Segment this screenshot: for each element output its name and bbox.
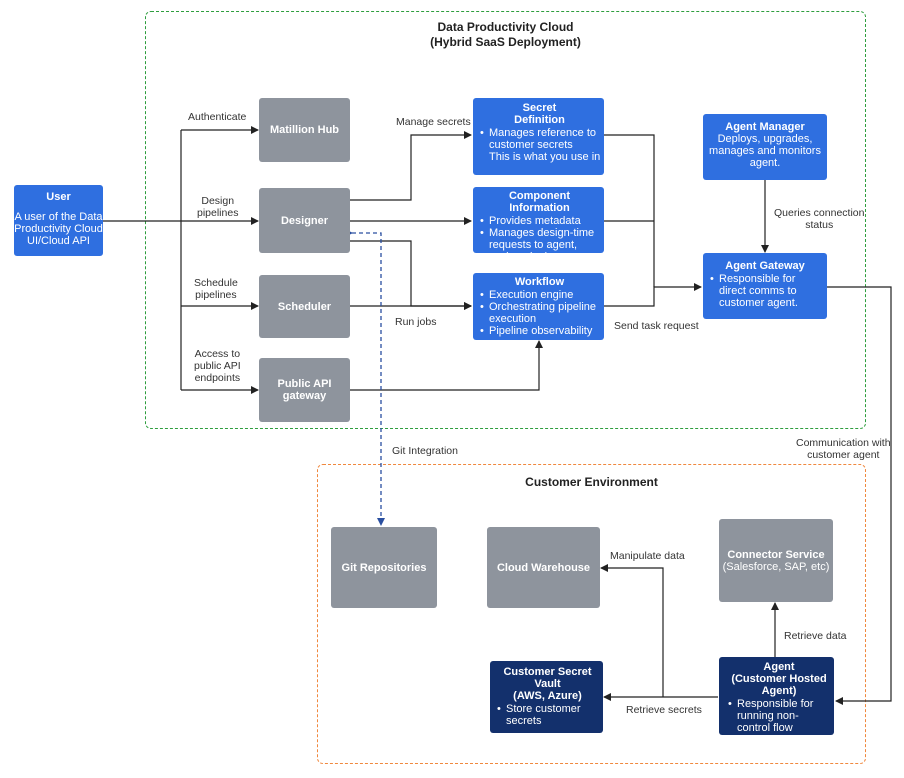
dpc-region-title: Data Productivity Cloud <box>437 20 574 34</box>
user-desc-2: Productivity Cloud <box>14 223 103 235</box>
label-access-api-1: Access to <box>194 348 241 360</box>
edge-secret-gateway <box>604 134 655 287</box>
scheduler-title: Scheduler <box>277 300 332 313</box>
secret-def-title-1: Secret <box>522 102 557 114</box>
connector-service-desc: (Salesforce, SAP, etc) <box>722 560 830 573</box>
edge-workflow-gateway <box>604 283 702 307</box>
agent-node[interactable]: Agent (Customer Hosted Agent) Responsibl… <box>719 657 834 746</box>
secret-def-bullet: Manages reference to customer secrets <box>480 127 600 151</box>
label-access-api-3: endpoints <box>194 372 241 384</box>
label-design-pipelines-1: Design <box>201 195 235 207</box>
component-info-bullet: Provides metadata <box>480 215 600 227</box>
scheduler-node[interactable]: Scheduler <box>259 275 350 338</box>
public-api-title-1: Public API <box>277 378 332 390</box>
designer-title: Designer <box>280 214 329 227</box>
label-design-pipelines: Design pipelines <box>197 195 238 219</box>
agent-gateway-title: Agent Gateway <box>725 260 805 272</box>
label-schedule-pipelines-2: pipelines <box>195 289 237 301</box>
customer-secret-vault-node[interactable]: Customer Secret Vault (AWS, Azure) Store… <box>490 661 603 733</box>
user-desc-1: A user of the Data <box>14 211 103 223</box>
label-access-api: Access to public API endpoints <box>194 348 241 384</box>
label-design-pipelines-2: pipelines <box>197 207 239 219</box>
customer-environment-region: Customer Environment <box>317 464 866 764</box>
public-api-gateway-node[interactable]: Public API gateway <box>259 358 350 422</box>
cloud-warehouse-title: Cloud Warehouse <box>496 561 591 574</box>
component-info-bullets: Provides metadata Manages design-time re… <box>479 215 600 263</box>
secret-def-bullet: This is what you use in pipeline eg "MY_… <box>489 151 600 163</box>
label-git-integration: Git Integration <box>392 445 458 457</box>
agent-title-3: Agent) <box>761 685 797 697</box>
workflow-title: Workflow <box>514 276 565 288</box>
agent-manager-desc-1: Deploys, upgrades, <box>717 133 813 145</box>
label-retrieve-data: Retrieve data <box>784 630 847 642</box>
user-desc-3: UI/Cloud API <box>27 235 90 247</box>
label-manipulate-data: Manipulate data <box>610 550 685 562</box>
agent-title-2: (Customer Hosted <box>731 673 827 685</box>
component-information-node[interactable]: Component Information Provides metadata … <box>473 187 604 263</box>
customer-region-title: Customer Environment <box>525 475 658 489</box>
label-communication-1: Communication with <box>796 437 891 449</box>
workflow-bullets: Execution engine Orchestrating pipeline … <box>479 289 600 337</box>
agent-gateway-bullet: Responsible for direct comms to customer… <box>710 273 823 309</box>
edge-gateway-agent <box>826 286 892 705</box>
label-manage-secrets: Manage secrets <box>396 116 471 128</box>
label-queries-connection-2: status <box>805 219 834 231</box>
label-communication-2: customer agent <box>807 449 880 461</box>
label-access-api-2: public API <box>194 360 241 372</box>
agent-gateway-bullets: Responsible for direct comms to customer… <box>710 273 823 309</box>
vault-bullet: Store customer secrets <box>497 703 599 727</box>
component-info-title: Component Information <box>508 190 571 214</box>
agent-title-1: Agent <box>763 661 795 673</box>
data-productivity-cloud-region: Data Productivity Cloud (Hybrid SaaS Dep… <box>145 11 866 429</box>
workflow-bullet: Execution engine <box>480 289 600 301</box>
vault-title-2: (AWS, Azure) <box>513 690 582 702</box>
label-queries-connection: Queries connection status <box>774 207 864 231</box>
component-info-bullet: Manages design-time requests to agent, s… <box>480 227 600 263</box>
label-send-task-request: Send task request <box>614 320 699 332</box>
label-schedule-pipelines: Schedule pipelines <box>194 277 238 301</box>
workflow-node[interactable]: Workflow Execution engine Orchestrating … <box>473 273 604 340</box>
cloud-warehouse-node[interactable]: Cloud Warehouse <box>487 527 600 608</box>
edge-agent-warehouse <box>600 564 664 697</box>
label-retrieve-secrets: Retrieve secrets <box>626 704 702 716</box>
secret-def-bullets: Manages reference to customer secrets Th… <box>479 127 600 163</box>
edge-designer-secret <box>350 131 472 201</box>
agent-manager-title: Agent Manager <box>725 121 805 133</box>
connector-service-node[interactable]: Connector Service (Salesforce, SAP, etc) <box>719 519 833 602</box>
git-repositories-node[interactable]: Git Repositories <box>331 527 437 608</box>
dpc-region-subtitle: (Hybrid SaaS Deployment) <box>430 35 581 49</box>
user-title: User <box>46 191 71 203</box>
secret-def-title-2: Definition <box>514 114 565 126</box>
matillion-hub-node[interactable]: Matillion Hub <box>259 98 350 162</box>
matillion-hub-title: Matillion Hub <box>269 124 340 136</box>
workflow-bullet: Orchestrating pipeline execution <box>480 301 600 325</box>
agent-manager-node[interactable]: Agent Manager Deploys, upgrades, manages… <box>703 114 827 180</box>
workflow-bullet: Pipeline observability <box>480 325 600 337</box>
agent-manager-desc-3: agent. <box>749 157 781 169</box>
vault-title-1: Customer Secret Vault <box>503 666 592 690</box>
edge-git-integration <box>345 229 385 526</box>
agent-bullet: Responsible for running non-control flow… <box>728 698 831 746</box>
vault-bullets: Store customer secrets <box>496 703 599 727</box>
edge-public-api-workflow <box>350 340 543 391</box>
edge-designer-workflow <box>350 240 472 310</box>
agent-gateway-node[interactable]: Agent Gateway Responsible for direct com… <box>703 253 827 319</box>
connector-service-title: Connector Service <box>727 548 825 561</box>
label-authenticate: Authenticate <box>188 111 247 123</box>
agent-bullets: Responsible for running non-control flow… <box>727 698 831 746</box>
secret-definition-node[interactable]: Secret Definition Manages reference to c… <box>473 98 604 175</box>
agent-manager-desc-2: manages and monitors <box>709 145 821 157</box>
designer-node[interactable]: Designer <box>259 188 350 253</box>
public-api-title-2: gateway <box>282 390 327 402</box>
label-communication: Communication with customer agent <box>796 437 891 461</box>
git-repos-title: Git Repositories <box>341 561 427 574</box>
label-run-jobs: Run jobs <box>395 316 437 328</box>
label-queries-connection-1: Queries connection <box>774 207 865 219</box>
user-node[interactable]: User A user of the Data Productivity Clo… <box>14 185 103 256</box>
label-schedule-pipelines-1: Schedule <box>194 277 238 289</box>
